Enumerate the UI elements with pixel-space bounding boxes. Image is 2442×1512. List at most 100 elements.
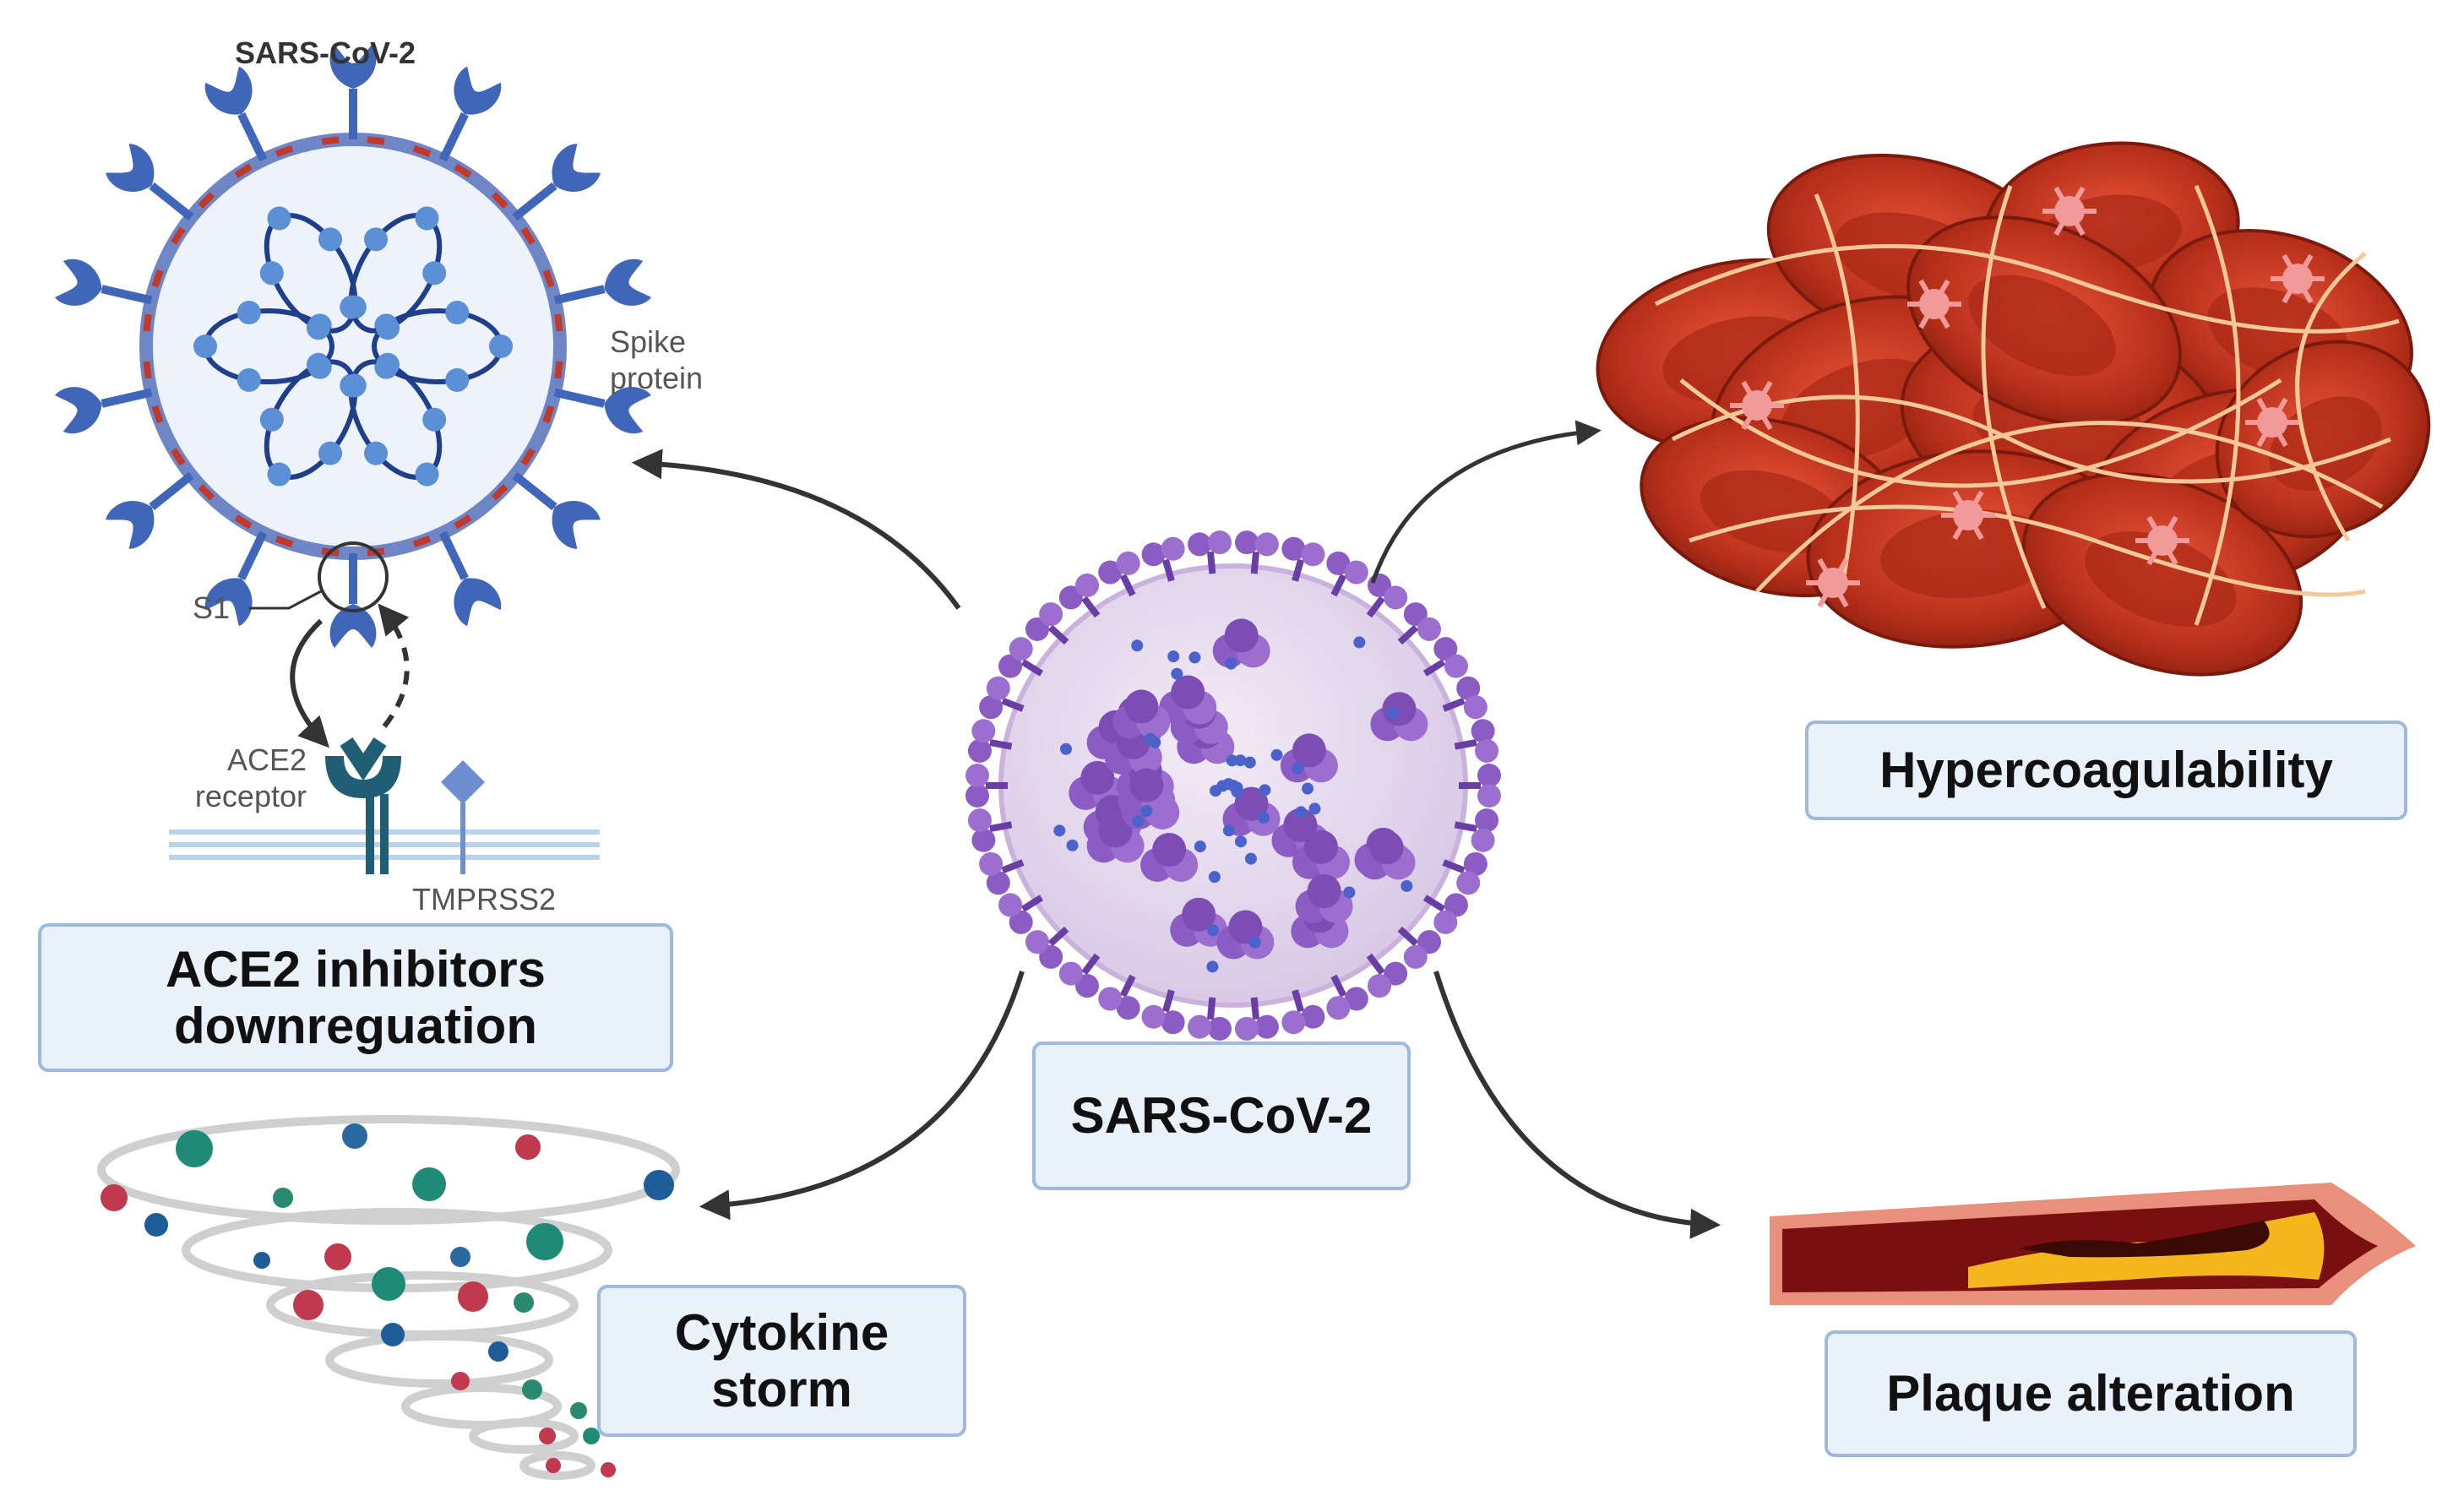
release-arrow-dashed <box>378 603 410 728</box>
membrane-protein <box>491 192 509 209</box>
membrane-dot <box>1295 806 1308 819</box>
purple-spike-icon <box>965 764 1008 808</box>
nucleocapsid-bead <box>306 316 330 340</box>
rna-loop <box>193 301 334 392</box>
cytokine-particle <box>522 1379 542 1400</box>
cytokine-particle <box>526 1223 563 1260</box>
platelet-icon <box>1806 557 1860 608</box>
tmprss2-label: TMPRSS2 <box>412 882 557 916</box>
spike-protein-icon <box>106 501 155 549</box>
membrane-dot <box>1167 650 1180 663</box>
purple-spike-icon <box>979 676 1025 720</box>
purple-spike-icon <box>1058 573 1101 618</box>
fibrin-strand <box>2295 252 2367 542</box>
spike-protein-icon <box>604 387 651 434</box>
membrane-protein <box>454 163 472 178</box>
membrane-dot <box>1353 636 1366 649</box>
nucleocapsid-bead <box>318 441 343 465</box>
center-box-label: SARS-CoV-2 <box>1070 1087 1373 1145</box>
membrane-protein <box>151 405 164 424</box>
vortex-ring <box>325 1332 553 1388</box>
surface-protein-cluster <box>1170 897 1228 947</box>
purple-spike-icon <box>967 719 1013 763</box>
spike-stalk <box>438 112 469 162</box>
purple-spike-icon <box>967 808 1013 852</box>
purple-spike-icon <box>1281 536 1325 582</box>
nucleocapsid-bead <box>259 407 284 432</box>
cytokine-particle <box>451 1372 470 1390</box>
rna-loop <box>340 206 447 340</box>
purple-spike-icon <box>1098 974 1140 1020</box>
membrane-protein <box>275 535 294 548</box>
spike-protein-icon <box>454 66 502 115</box>
cytokine-storm-illustration <box>97 1115 680 1480</box>
center-sars-cov-2-box: SARS-CoV-2 <box>1032 1042 1411 1190</box>
purple-spike-icon <box>979 851 1025 895</box>
membrane-dot <box>1222 824 1235 837</box>
hypercoagulability-box: Hypercoagulability <box>1805 721 2407 820</box>
cytokine-particle <box>539 1428 556 1444</box>
arrow-to-ace2 <box>631 449 961 610</box>
cytokine-particle <box>546 1458 561 1473</box>
membrane-protein <box>151 269 164 288</box>
spike-protein-icon <box>454 578 502 627</box>
membrane-dot <box>1059 742 1072 755</box>
cytokine-box-line-2: storm <box>711 1361 852 1417</box>
purple-spike-icon <box>1442 676 1487 720</box>
purple-spike-icon <box>1141 536 1185 582</box>
membrane-dot <box>1131 639 1144 652</box>
membrane-dot <box>1308 802 1321 815</box>
membrane-dot <box>1259 784 1271 797</box>
platelet-icon <box>1941 490 1995 541</box>
arrow-to-plaque <box>1433 971 1721 1239</box>
ace2-receptor-label: ACE2 receptor <box>165 742 307 814</box>
membrane-protein <box>234 514 253 530</box>
cytokine-particle <box>601 1462 616 1477</box>
membrane-protein <box>234 163 253 178</box>
purple-spike-icon <box>1397 926 1442 969</box>
cytokine-particle <box>515 1134 541 1160</box>
nucleocapsid-bead <box>489 334 513 358</box>
spike-protein-icon <box>552 144 601 192</box>
ace2-receptor-line-1: ACE2 <box>226 742 307 777</box>
spike-protein-icon <box>604 258 651 306</box>
vortex-ring <box>519 1451 596 1480</box>
purple-spike-icon <box>1188 997 1232 1041</box>
cytokine-box-line-1: Cytokine <box>674 1303 889 1361</box>
arrow-to-hypercoag <box>1370 420 1602 584</box>
purple-spike-icon <box>1025 926 1069 969</box>
membrane-dot <box>1386 706 1399 719</box>
spike-stalk <box>512 471 557 511</box>
cytokine-particle <box>144 1213 168 1237</box>
membrane-dot <box>1248 936 1261 949</box>
nucleocapsid-bead <box>422 261 447 286</box>
membrane-dot <box>1225 657 1237 670</box>
purple-spike-icon <box>998 637 1044 678</box>
red-blood-cell <box>2021 472 2303 677</box>
nucleocapsid-bead <box>415 206 439 231</box>
platelet-icon <box>1730 380 1784 431</box>
surface-protein-cluster <box>1112 689 1171 739</box>
spike-stalk <box>553 388 606 408</box>
nucleocapsid-bead <box>307 355 332 379</box>
purple-spike-icon <box>1235 530 1279 574</box>
central-virus-illustration <box>965 530 1501 1041</box>
membrane-protein <box>454 514 472 530</box>
spike-stalk <box>149 182 194 221</box>
membrane-dot <box>1053 824 1066 837</box>
purple-spike-icon <box>1422 893 1468 934</box>
cytokine-particle <box>176 1130 213 1167</box>
spike-label-line-2: protein <box>610 361 704 396</box>
nucleocapsid-bead <box>363 441 388 465</box>
membrane-protein <box>321 136 340 145</box>
hypercoag-box-label: Hypercoagulability <box>1879 742 2333 799</box>
membrane-protein <box>143 361 152 379</box>
membrane-dot <box>1234 754 1247 767</box>
spike-stalk <box>237 530 268 580</box>
spike-protein-icon <box>106 144 155 192</box>
membrane-protein <box>542 405 555 424</box>
purple-spike-icon <box>1422 637 1468 678</box>
arrow-to-cytokine <box>699 971 1025 1221</box>
s1-pointer <box>249 541 389 612</box>
